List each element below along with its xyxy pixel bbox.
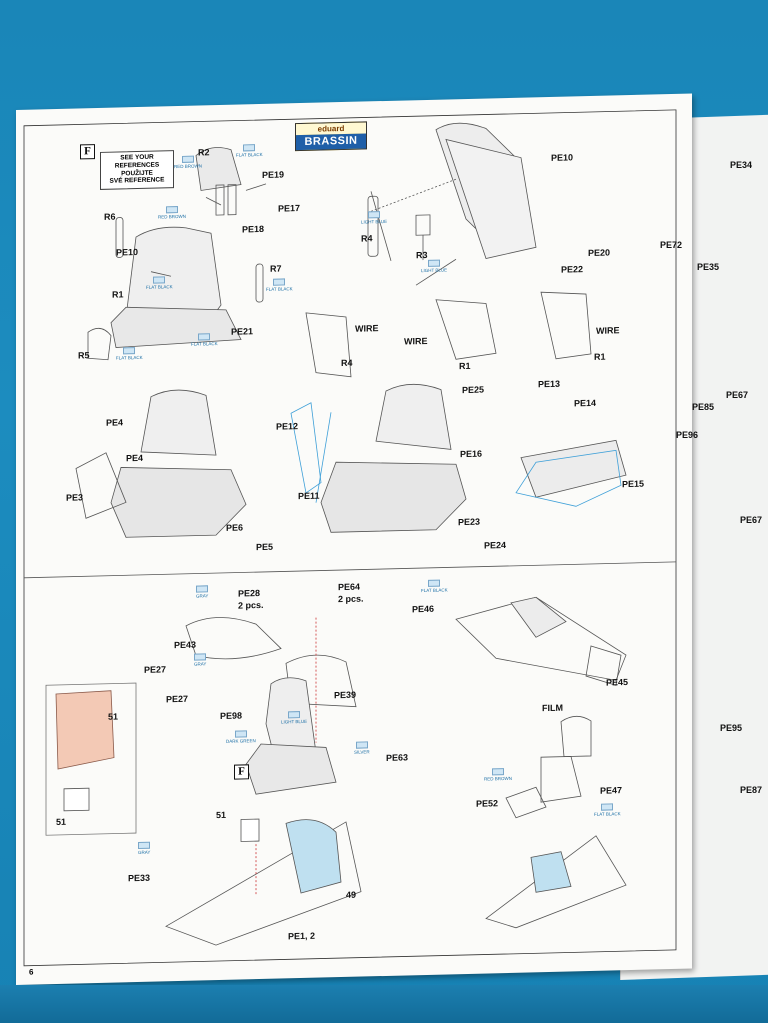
part-label: PE45 (606, 677, 629, 688)
instruction-page: F F eduard BRASSIN SEE YOUR REFERENCES P… (16, 93, 692, 986)
table-surface (0, 985, 768, 1023)
part-label: 49 (346, 889, 357, 900)
part-label: PE27 (144, 664, 167, 675)
part-label: PE46 (412, 603, 435, 615)
part-label: PE10 (551, 152, 574, 163)
paint-callout: FLAT BLACK (191, 333, 218, 348)
part-label: R7 (270, 263, 282, 274)
paint-callout: GRAY (196, 585, 208, 599)
part-label: 51 (56, 816, 67, 828)
eduard-brassin-logo: eduard BRASSIN (295, 121, 367, 152)
part-label: PE6 (226, 522, 244, 533)
part-label: PE85 (692, 402, 715, 412)
part-label: 2 pcs. (338, 593, 364, 605)
assembly-drawings (23, 109, 677, 967)
part-label: FILM (542, 702, 563, 714)
part-label: PE43 (174, 639, 197, 651)
logo-bottom: BRASSIN (296, 133, 366, 151)
part-label: PE18 (242, 223, 265, 235)
part-label: WIRE (596, 325, 620, 336)
paint-callout: LIGHT BLUE (281, 711, 307, 726)
part-label: 51 (216, 809, 227, 821)
part-label: PE1, 2 (288, 930, 316, 942)
part-label: PE4 (126, 452, 144, 464)
part-label: R5 (78, 350, 90, 361)
part-label: PE17 (278, 203, 301, 214)
paint-callout: SILVER (354, 741, 370, 755)
part-label: PE22 (561, 264, 584, 275)
part-label: PE25 (462, 384, 485, 396)
part-label: PE11 (298, 490, 320, 502)
part-label: R2 (198, 147, 210, 158)
part-label: PE52 (476, 798, 499, 809)
part-label: PE95 (720, 723, 743, 733)
part-label: 51 (108, 711, 119, 722)
paint-callout: RED BROWN (484, 768, 512, 783)
paint-callout: LIGHT BLUE (421, 259, 447, 274)
part-label: PE35 (697, 262, 720, 272)
part-label: R4 (361, 233, 373, 244)
paint-callout: GRAY (138, 841, 150, 856)
part-label: PE98 (220, 710, 243, 722)
part-label: PE34 (730, 160, 753, 170)
part-label: PE14 (574, 397, 597, 409)
part-label: 2 pcs. (238, 599, 264, 611)
part-label: R4 (341, 357, 353, 369)
part-label: PE64 (338, 581, 361, 593)
part-label: PE21 (231, 326, 254, 337)
part-label: PE23 (458, 516, 481, 528)
references-note: SEE YOUR REFERENCES POUŽIJTE SVÉ REFEREN… (100, 150, 174, 190)
paint-callout: DARK GREEN (226, 730, 256, 745)
part-label: PE67 (726, 390, 749, 400)
ref-line-4: SVÉ REFERENCE (109, 176, 165, 186)
part-label: PE63 (386, 752, 409, 763)
step-letter-f-inset: F (234, 764, 249, 780)
step-letter-f: F (80, 144, 95, 160)
part-label: PE87 (740, 785, 763, 795)
part-label: PE20 (588, 247, 611, 259)
part-label: PE19 (262, 169, 285, 180)
part-label: PE28 (238, 588, 261, 599)
paint-callout: FLAT BLACK (146, 276, 173, 291)
part-label: PE4 (106, 417, 124, 428)
paint-callout: GRAY (194, 653, 206, 667)
part-label: PE47 (600, 785, 623, 796)
part-label: PE13 (538, 378, 561, 390)
part-label: PE72 (660, 240, 683, 250)
part-label: PE67 (740, 515, 763, 525)
part-label: R1 (112, 289, 124, 300)
part-label: R6 (104, 211, 116, 222)
part-label: PE33 (128, 872, 151, 884)
paint-callout: FLAT BLACK (421, 579, 448, 594)
paint-callout: FLAT BLACK (236, 144, 263, 159)
paint-callout: FLAT BLACK (266, 278, 293, 293)
part-label: PE39 (334, 689, 357, 701)
paint-callout: FLAT BLACK (116, 347, 143, 362)
part-label: WIRE (404, 335, 428, 347)
part-label: PE16 (460, 448, 483, 460)
page-number: 6 (29, 967, 34, 977)
part-label: PE3 (66, 492, 84, 503)
part-label: WIRE (355, 323, 379, 334)
part-label: PE10 (116, 247, 139, 258)
paint-callout: FLAT BLACK (594, 803, 621, 818)
paint-callout: RED BROWN (158, 206, 186, 221)
part-label: R3 (416, 249, 428, 261)
paint-callout: LIGHT BLUE (361, 211, 387, 226)
part-label: PE15 (622, 478, 645, 490)
part-label: PE12 (276, 421, 299, 432)
part-label: PE27 (166, 693, 189, 705)
part-label: R1 (594, 351, 606, 362)
part-label: PE96 (676, 430, 699, 440)
paint-callout: RED BROWN (174, 155, 202, 170)
part-label: R1 (459, 360, 471, 372)
part-label: PE5 (256, 541, 274, 553)
part-label: PE24 (484, 540, 507, 551)
